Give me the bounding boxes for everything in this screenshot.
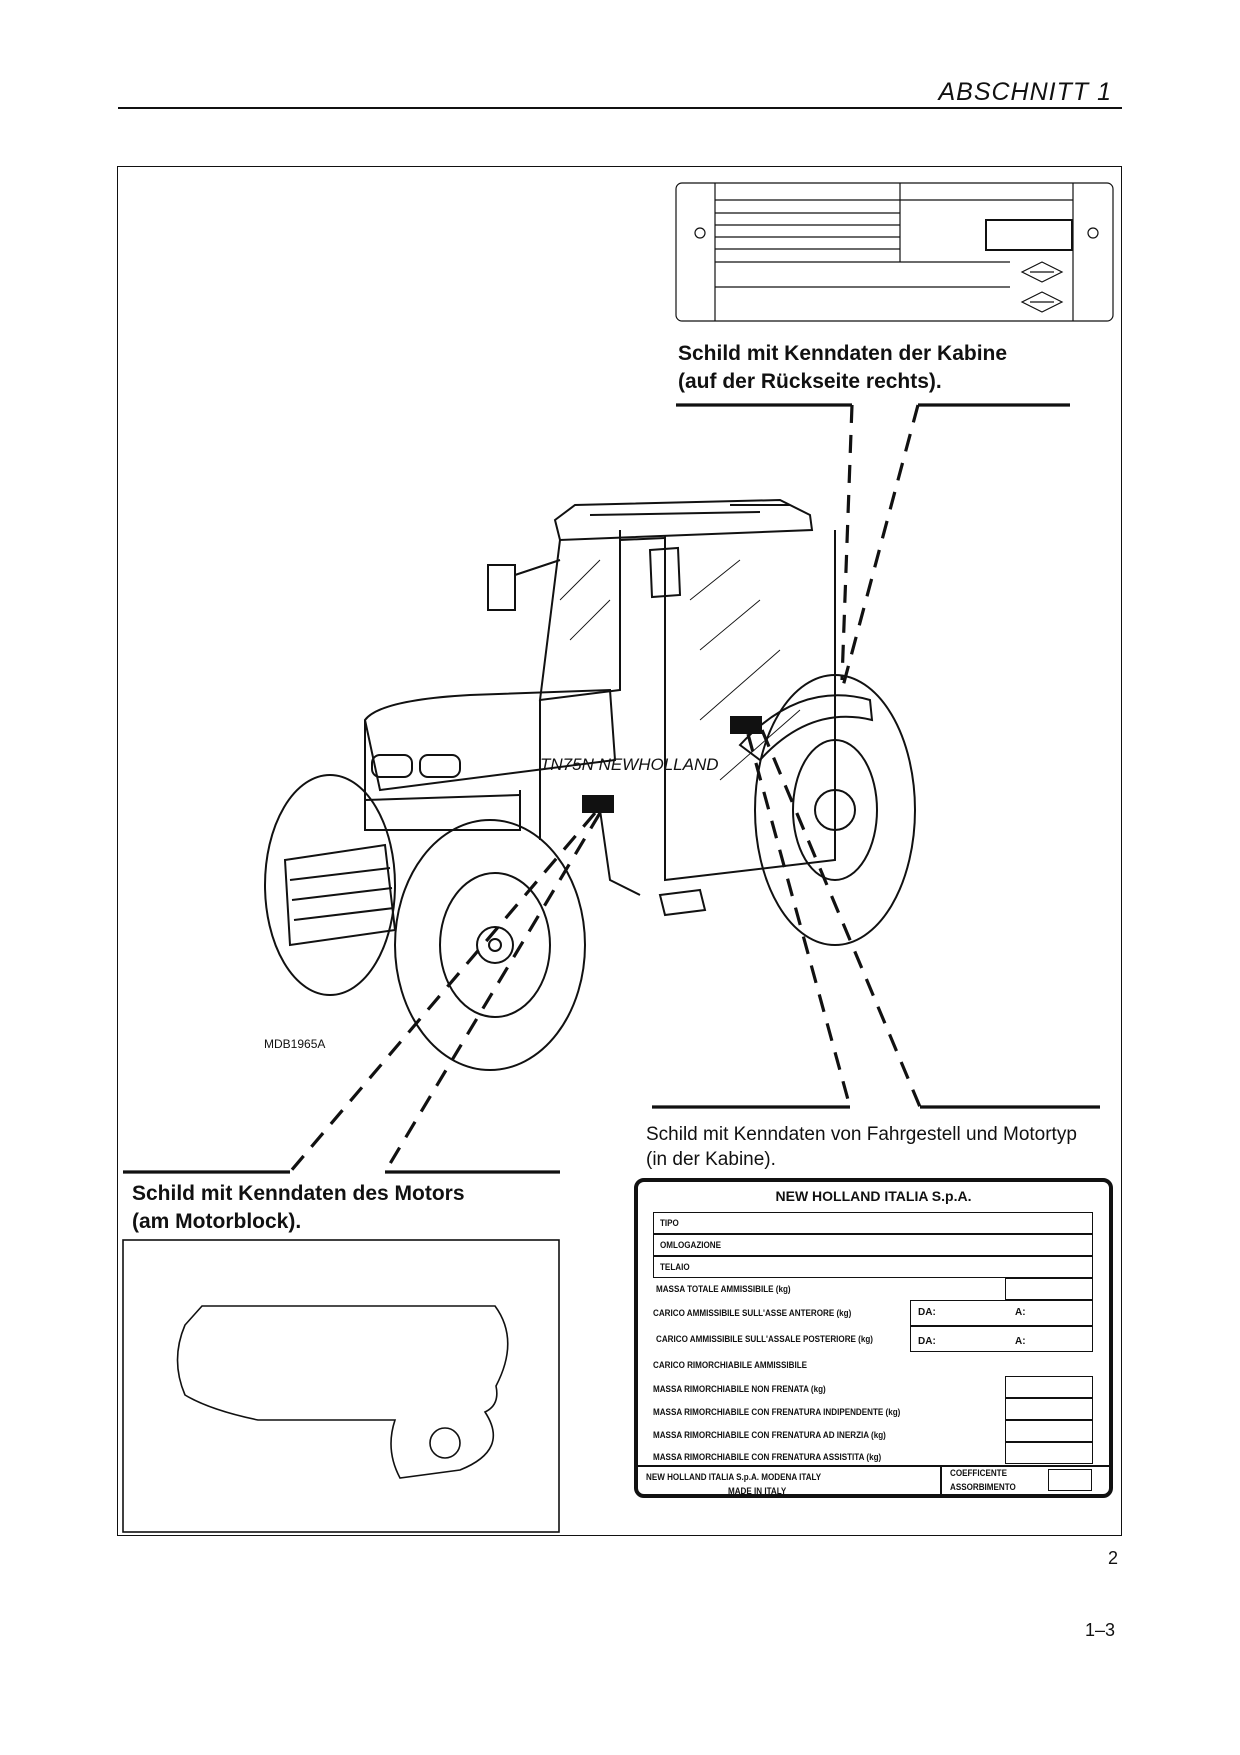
plate-label-omologazione: OMLOGAZIONE bbox=[660, 1240, 722, 1251]
engine-plate-caption-line1: Schild mit Kenndaten des Motors bbox=[132, 1182, 465, 1205]
plate-footer-rule bbox=[638, 1465, 1109, 1467]
engine-plate-leader bbox=[123, 811, 602, 1174]
plate-label-frenatura-assistita: MASSA RIMORCHIABILE CON FRENATURA ASSIST… bbox=[653, 1452, 882, 1463]
plate-field-massa-totale bbox=[1005, 1278, 1093, 1300]
plate-footer-line2: MADE IN ITALY bbox=[728, 1486, 787, 1497]
plate-label-massa-totale: MASSA TOTALE AMMISSIBILE (kg) bbox=[656, 1284, 791, 1295]
chassis-plate-leader bbox=[652, 729, 1100, 1109]
chassis-plate-caption-line1: Schild mit Kenndaten von Fahrgestell und… bbox=[646, 1124, 1077, 1145]
figure-frame bbox=[117, 166, 1122, 1536]
plate-coefficient-line1: COEFFICENTE bbox=[950, 1468, 1007, 1479]
cab-plate-caption-line2: (auf der Rückseite rechts). bbox=[678, 370, 942, 393]
plate-footer-line1: NEW HOLLAND ITALIA S.p.A. MODENA ITALY bbox=[646, 1472, 822, 1483]
plate-label-tipo: TIPO bbox=[660, 1218, 679, 1229]
plate-label-carico-posteriore: CARICO AMMISSIBILE SULL'ASSALE POSTERIOR… bbox=[656, 1334, 873, 1345]
plate-field-carico-posteriore bbox=[910, 1326, 1093, 1352]
chassis-plate: NEW HOLLAND ITALIA S.p.A. TIPO OMLOGAZIO… bbox=[634, 1178, 1113, 1498]
tractor-body bbox=[264, 498, 916, 1071]
plate-label-frenatura-inerzia: MASSA RIMORCHIABILE CON FRENATURA AD INE… bbox=[653, 1430, 886, 1441]
cab-plate-caption-line1: Schild mit Kenndaten der Kabine bbox=[678, 342, 1008, 365]
engine-plate-drawing bbox=[122, 1239, 560, 1533]
cab-plate-drawing bbox=[675, 182, 1114, 322]
chassis-plate-caption-line2: (in der Kabine). bbox=[646, 1149, 776, 1170]
plate-from-rear: DA: bbox=[918, 1336, 936, 1347]
plate-label-carico-anteriore: CARICO AMMISSIBILE SULL'ASSE ANTERORE (k… bbox=[653, 1308, 852, 1319]
engine-plate-marker bbox=[582, 795, 614, 813]
plate-field-tipo bbox=[653, 1212, 1093, 1234]
plate-to-front: A: bbox=[1015, 1307, 1026, 1318]
drawing-id: MDB1965A bbox=[264, 1037, 326, 1051]
plate-coefficient-line2: ASSORBIMENTO bbox=[950, 1482, 1016, 1493]
page-number: 1–3 bbox=[1084, 1620, 1115, 1640]
model-badge: TN75N NEWHOLLAND bbox=[540, 755, 719, 774]
plate-label-carico-rimorchiabile: CARICO RIMORCHIABILE AMMISSIBILE bbox=[653, 1360, 808, 1371]
plate-label-frenatura-indipendente: MASSA RIMORCHIABILE CON FRENATURA INDIPE… bbox=[653, 1407, 901, 1418]
plate-from-front: DA: bbox=[918, 1307, 936, 1318]
plate-label-telaio: TELAIO bbox=[660, 1262, 690, 1273]
chassis-plate-marker bbox=[730, 716, 762, 734]
plate-field-telaio bbox=[653, 1256, 1093, 1278]
plate-field-frenatura-indipendente bbox=[1005, 1398, 1093, 1420]
plate-coefficient-box bbox=[1048, 1469, 1092, 1491]
plate-field-non-frenata bbox=[1005, 1376, 1093, 1398]
plate-field-omologazione bbox=[653, 1234, 1093, 1256]
plate-to-rear: A: bbox=[1015, 1336, 1026, 1347]
plate-footer-divider bbox=[940, 1465, 942, 1495]
figure-number: 2 bbox=[1107, 1548, 1118, 1568]
plate-label-non-frenata: MASSA RIMORCHIABILE NON FRENATA (kg) bbox=[653, 1384, 826, 1395]
plate-company: NEW HOLLAND ITALIA S.p.A. bbox=[775, 1188, 972, 1204]
plate-field-frenatura-assistita bbox=[1005, 1442, 1093, 1464]
plate-field-carico-anteriore bbox=[910, 1300, 1093, 1326]
header-rule bbox=[118, 107, 1122, 109]
section-title: ABSCHNITT 1 bbox=[938, 78, 1112, 106]
cab-plate-leader bbox=[676, 403, 1070, 691]
plate-field-frenatura-inerzia bbox=[1005, 1420, 1093, 1442]
engine-plate-caption-line2: (am Motorblock). bbox=[132, 1210, 302, 1233]
